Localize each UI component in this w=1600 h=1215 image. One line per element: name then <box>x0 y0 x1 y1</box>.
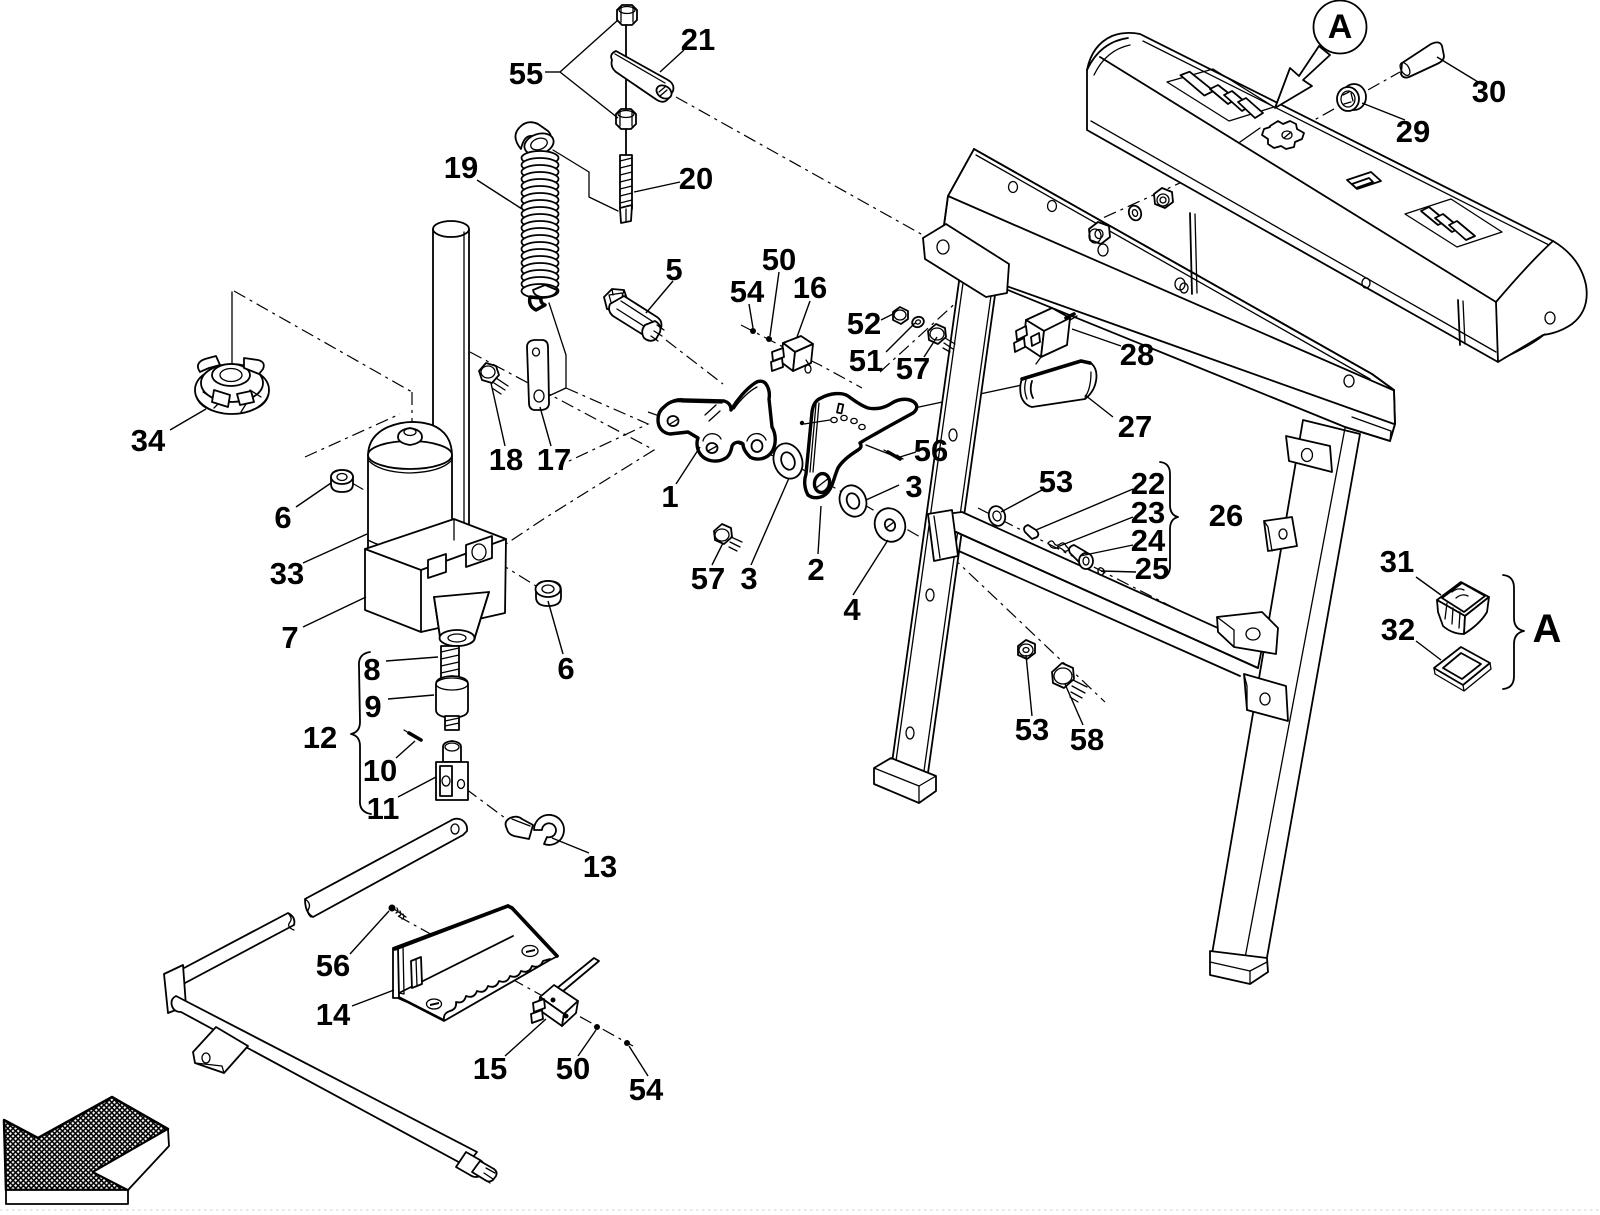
svg-text:31: 31 <box>1380 544 1414 579</box>
svg-text:A: A <box>1533 607 1562 651</box>
svg-text:6: 6 <box>557 651 574 686</box>
svg-text:6: 6 <box>274 500 291 535</box>
svg-text:50: 50 <box>762 242 796 277</box>
svg-text:13: 13 <box>583 849 617 884</box>
svg-text:51: 51 <box>849 343 883 378</box>
svg-text:30: 30 <box>1472 74 1506 109</box>
svg-text:54: 54 <box>629 1072 664 1107</box>
svg-text:58: 58 <box>1070 722 1104 757</box>
svg-text:5: 5 <box>665 252 682 287</box>
svg-text:2: 2 <box>807 552 824 587</box>
svg-text:57: 57 <box>691 561 725 596</box>
svg-text:23: 23 <box>1131 495 1165 530</box>
svg-text:24: 24 <box>1131 523 1166 558</box>
svg-text:10: 10 <box>363 753 397 788</box>
svg-text:54: 54 <box>730 274 765 309</box>
svg-text:56: 56 <box>914 433 948 468</box>
svg-text:56: 56 <box>316 948 350 983</box>
svg-text:57: 57 <box>896 351 930 386</box>
svg-text:28: 28 <box>1120 337 1154 372</box>
svg-text:3: 3 <box>740 561 757 596</box>
svg-text:21: 21 <box>681 22 715 57</box>
svg-text:8: 8 <box>363 652 380 687</box>
svg-text:18: 18 <box>489 442 523 477</box>
svg-text:16: 16 <box>793 270 827 305</box>
svg-text:53: 53 <box>1039 464 1073 499</box>
svg-text:33: 33 <box>270 556 304 591</box>
svg-text:26: 26 <box>1209 498 1243 533</box>
svg-text:20: 20 <box>679 161 713 196</box>
svg-text:3: 3 <box>905 469 922 504</box>
svg-text:9: 9 <box>364 689 381 724</box>
svg-text:1: 1 <box>661 479 678 514</box>
svg-text:53: 53 <box>1015 712 1049 747</box>
svg-text:4: 4 <box>843 592 861 627</box>
svg-text:22: 22 <box>1131 466 1165 501</box>
svg-text:A: A <box>1328 8 1353 46</box>
svg-text:11: 11 <box>367 791 400 826</box>
svg-text:14: 14 <box>316 997 351 1032</box>
svg-text:19: 19 <box>444 150 478 185</box>
svg-text:52: 52 <box>847 306 881 341</box>
svg-text:17: 17 <box>537 442 571 477</box>
svg-text:15: 15 <box>473 1051 507 1086</box>
svg-text:27: 27 <box>1118 409 1152 444</box>
svg-text:32: 32 <box>1381 612 1415 647</box>
svg-text:25: 25 <box>1135 551 1169 586</box>
svg-text:50: 50 <box>556 1051 590 1086</box>
svg-text:7: 7 <box>281 620 298 655</box>
svg-text:12: 12 <box>303 720 337 755</box>
svg-text:34: 34 <box>131 423 166 458</box>
svg-text:55: 55 <box>509 56 543 91</box>
svg-text:29: 29 <box>1396 114 1430 149</box>
